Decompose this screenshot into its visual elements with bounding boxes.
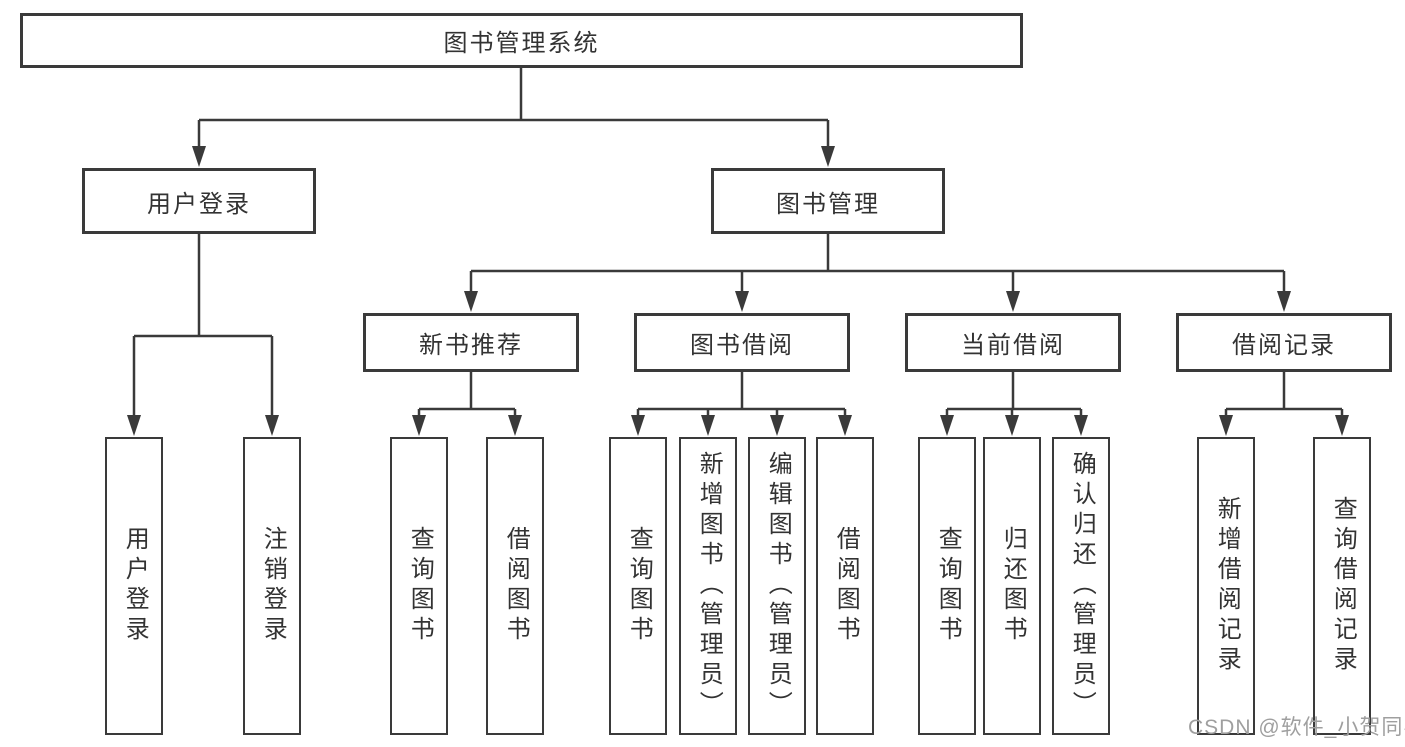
leaf-current-confirm-return-admin: 确认归还（管理员）: [1052, 437, 1110, 735]
leaf-label: 查询借阅记录: [1329, 496, 1357, 676]
leaf-records-add-borrow-record: 新增借阅记录: [1197, 437, 1255, 735]
node-label: 图书管理: [776, 190, 880, 218]
leaf-label: 新增图书（管理员）: [695, 451, 723, 721]
leaf-recommend-borrow-books: 借阅图书: [486, 437, 544, 735]
node-borrowing-records: 借阅记录: [1176, 313, 1392, 372]
leaf-label: 新增借阅记录: [1213, 496, 1241, 676]
leaf-borrowing-edit-books-admin: 编辑图书（管理员）: [748, 437, 806, 735]
leaf-label: 查询图书: [625, 526, 653, 646]
node-label: 图书管理系统: [443, 30, 600, 57]
leaf-borrowing-add-books-admin: 新增图书（管理员）: [679, 437, 737, 735]
leaf-label: 借阅图书: [502, 526, 530, 646]
leaf-label: 用户登录: [121, 526, 149, 646]
node-label: 借阅记录: [1232, 332, 1336, 359]
leaf-borrowing-query-books: 查询图书: [609, 437, 667, 735]
leaf-label: 借阅图书: [832, 526, 860, 646]
node-library-management-system: 图书管理系统: [20, 13, 1023, 68]
leaf-label: 确认归还（管理员）: [1068, 451, 1096, 721]
leaf-borrowing-borrow-books: 借阅图书: [816, 437, 874, 735]
node-label: 用户登录: [147, 190, 251, 218]
leaf-label: 查询图书: [934, 526, 962, 646]
leaf-logout-login: 注销登录: [243, 437, 301, 735]
node-book-management: 图书管理: [711, 168, 945, 234]
node-label: 新书推荐: [419, 332, 523, 359]
leaf-label: 归还图书: [999, 526, 1027, 646]
arrowheads: [127, 146, 1349, 436]
node-book-borrowing: 图书借阅: [634, 313, 850, 372]
node-current-borrowing: 当前借阅: [905, 313, 1121, 372]
node-user-login: 用户登录: [82, 168, 316, 234]
leaf-label: 注销登录: [259, 526, 287, 646]
leaf-current-query-books: 查询图书: [918, 437, 976, 735]
node-label: 当前借阅: [961, 332, 1065, 359]
watermark: CSDN @软件_小贺同学: [1188, 716, 1405, 739]
node-label: 图书借阅: [690, 332, 794, 359]
leaf-user-login: 用户登录: [105, 437, 163, 735]
leaf-recommend-query-books: 查询图书: [390, 437, 448, 735]
leaf-records-query-borrow-record: 查询借阅记录: [1313, 437, 1371, 735]
leaf-label: 查询图书: [406, 526, 434, 646]
leaf-current-return-books: 归还图书: [983, 437, 1041, 735]
node-new-book-recommendation: 新书推荐: [363, 313, 579, 372]
leaf-label: 编辑图书（管理员）: [764, 451, 792, 721]
